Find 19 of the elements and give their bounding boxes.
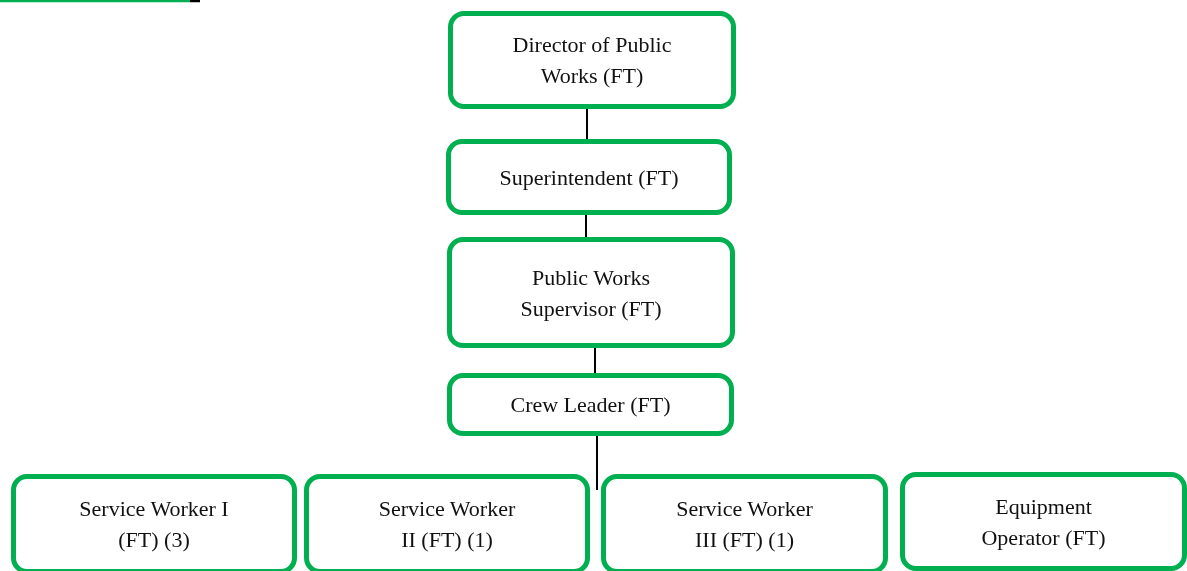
position-box (601, 474, 888, 571)
position-title: Public Works Supervisor (FT) (519, 263, 663, 323)
position-box (447, 373, 734, 436)
connector-line (594, 347, 596, 374)
position-title: Director of Public Works (FT) (511, 31, 673, 90)
position-title: Superintendent (FT) (498, 163, 680, 192)
position-title: Service Worker III (FT) (1) (675, 495, 814, 554)
position-box (11, 474, 297, 571)
position-title: Service Worker II (FT) (1) (377, 495, 517, 554)
position-box (447, 237, 735, 348)
position-title: Crew Leader (FT) (509, 391, 672, 419)
position-box (900, 472, 1187, 571)
position-box (446, 139, 732, 215)
connector-line (585, 214, 587, 238)
connector-line (586, 108, 588, 140)
position-box (448, 11, 736, 109)
position-box (304, 474, 590, 571)
position-title: Equipment Operator (FT) (980, 492, 1107, 552)
position-title: Service Worker I (FT) (3) (78, 495, 230, 554)
